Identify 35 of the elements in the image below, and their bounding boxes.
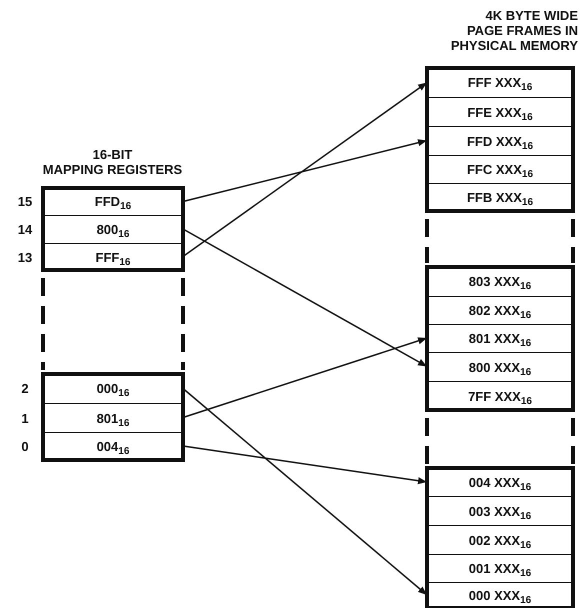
column-heading: 4K BYTE WIDE PAGE FRAMES IN PHYSICAL MEMORY [450,8,578,53]
page-frame-address: FFD XXX$_{16}$ [466,134,534,148]
page-frame-address: 802 XXX$_{16}$ [468,303,532,318]
register-number: 0 [20,439,30,454]
register-number: 13 [16,250,34,264]
page-frame-address: FFB XXX$_{16}$ [466,190,534,205]
page-frame-address: 002 XXX$_{16}$ [468,532,532,548]
register-number: 1 [20,410,30,426]
register-value: 801$_{16}$ [96,410,130,426]
register-value: 000$_{16}$ [96,381,130,396]
register-value: FFF$_{16}$ [96,250,130,264]
register-value: FFD$_{16}$ [94,194,132,209]
page-frame-address: 001 XXX$_{16}$ [468,561,532,576]
arrow [182,139,428,202]
page-frame-address: FFF XXX$_{16}$ [468,75,532,90]
page-frame-address: 000 XXX$_{16}$ [468,588,532,603]
arrow [182,82,428,258]
arrow [182,445,428,484]
page-frame-address: 7FF XXX$_{16}$ [468,388,532,404]
page-frame-address: 803 XXX$_{16}$ [468,274,532,289]
column-heading: 16-BIT MAPPING REGISTERS [42,147,184,177]
page-frame-address: 800 XXX$_{16}$ [468,360,532,374]
register-value: 800$_{16}$ [96,222,130,237]
arrow [182,337,428,418]
page-frame-address: FFE XXX$_{16}$ [467,104,533,120]
arrow [182,228,428,368]
register-number: 15 [16,194,34,208]
page-frame-address: 004 XXX$_{16}$ [468,474,532,490]
register-number: 14 [16,222,34,237]
page-frame-address: 801 XXX$_{16}$ [468,331,532,346]
page-frame-address: FFC XXX$_{16}$ [466,162,534,177]
arrow [182,388,428,596]
register-value: 004$_{16}$ [96,439,130,454]
page-frame-address: 003 XXX$_{16}$ [468,504,532,518]
register-number: 2 [20,380,30,396]
